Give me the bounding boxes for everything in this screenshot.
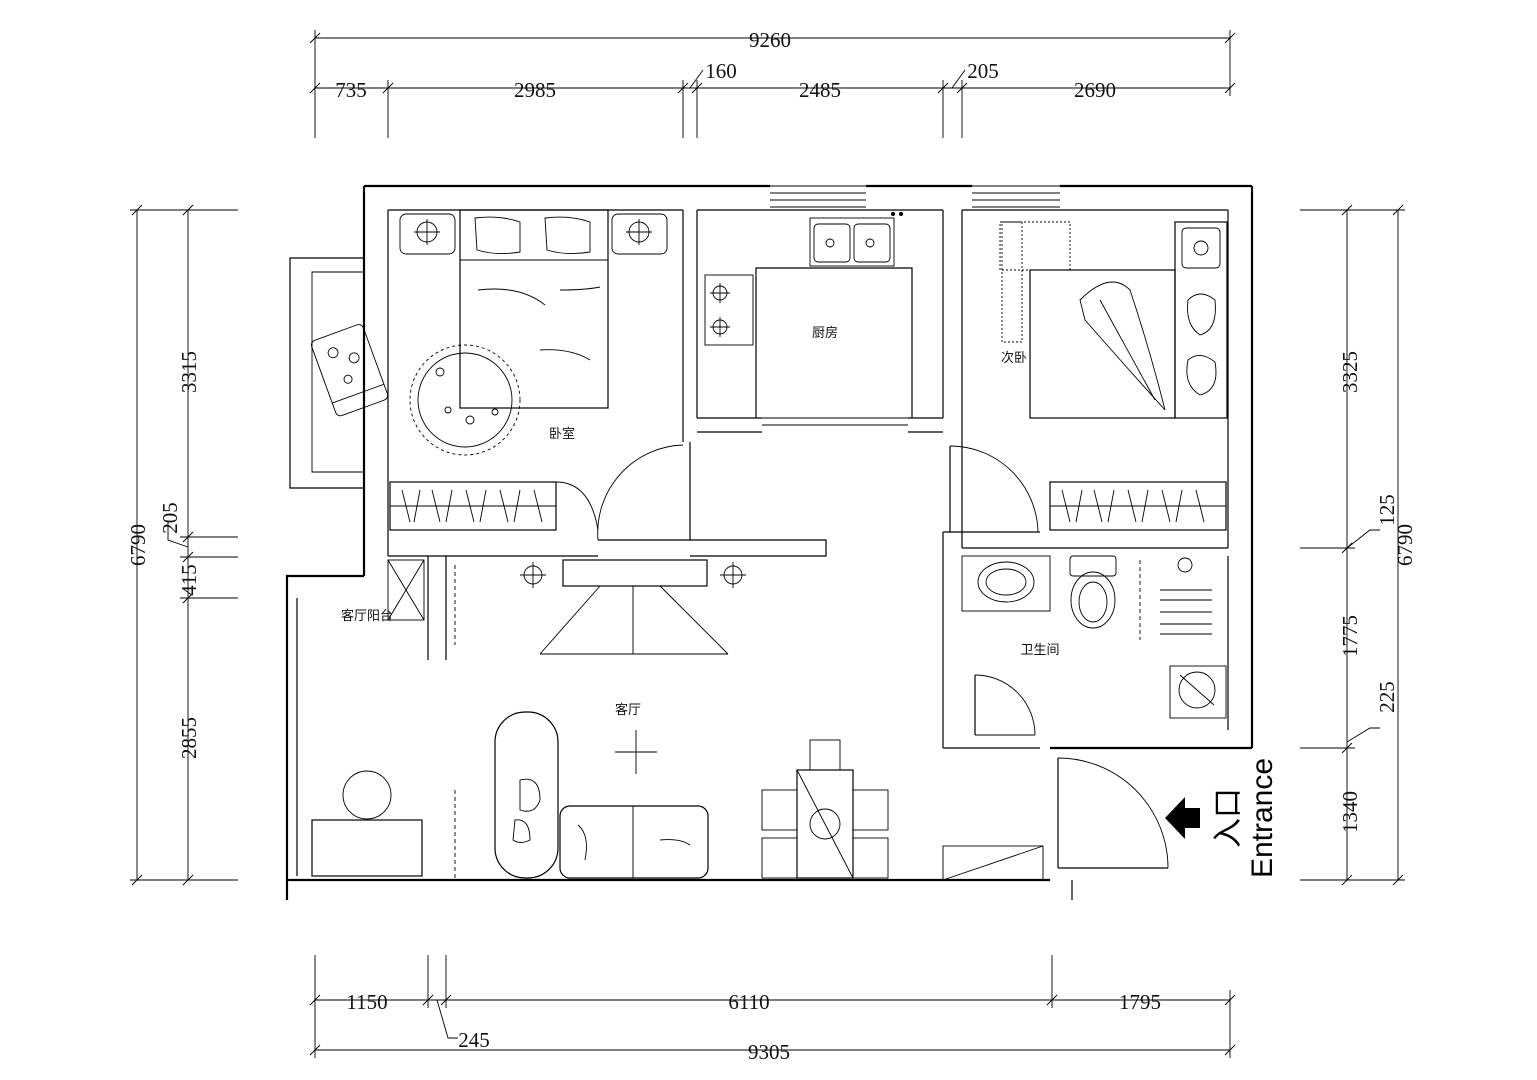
left-dim-3: 415 [177,564,201,596]
bottom-total-dim: 9305 [748,1040,790,1064]
internal-walls [388,210,1228,749]
double-bed [459,209,609,409]
top-dim-4: 2485 [799,78,841,102]
desk-with-chair [311,770,423,877]
stove-icon [704,274,754,346]
kitchen-furniture [704,212,913,418]
washbasin-icon [961,555,1051,612]
living-room-furniture [311,559,889,879]
nightstand-right [611,213,668,255]
bedroom-furniture [310,209,668,531]
bathroom-furniture [961,555,1227,719]
towel-rack-icon [1160,557,1212,635]
entrance-label-en: Entrance [1246,758,1279,878]
entrance-marker: 入口 Entrance [1165,758,1279,878]
bottom-dim-small: 245 [458,1028,490,1052]
bedroom2-wardrobe [1049,481,1227,531]
ceiling-light-right-icon [720,562,746,588]
right-dim-2: 125 [1375,494,1399,526]
outer-walls [285,184,1254,900]
bottom-dim-3: 1795 [1119,990,1161,1014]
dining-table [761,739,889,879]
entrance-door [942,757,1169,881]
top-total-dim: 9260 [749,28,791,52]
round-rug [409,344,521,456]
top-dim-3: 160 [705,59,737,83]
left-total-dim: 6790 [126,524,150,566]
right-dimensions: 6790 3325 125 1775 225 1340 [1300,204,1417,886]
room-label-bedroom: 卧室 [549,426,575,442]
right-dim-1: 3325 [1338,351,1362,393]
lounge-chair [310,324,389,417]
bottom-dim-1: 1150 [346,990,387,1014]
arrow-left-icon [1165,797,1200,839]
room-label-living-balcony: 客厅阳台 [341,608,393,624]
ceiling-light-left-icon [520,562,546,588]
right-dim-4: 225 [1375,681,1399,713]
room-label-second-bedroom: 次卧 [1001,350,1027,366]
bottom-dim-2: 6110 [728,990,769,1014]
nightstand-left [399,213,456,255]
room-label-bathroom: 卫生间 [1020,643,1059,658]
washing-machine-icon [1169,665,1227,719]
toilet-icon [1069,555,1117,629]
kitchen-window [770,185,866,208]
bedroom-wardrobe [389,481,599,531]
left-dim-4: 2855 [177,717,201,759]
left-dimensions: 6790 3315 205 415 2855 [126,204,238,886]
room-labels: 卧室 厨房 次卧 客厅阳台 客厅 卫生间 [341,325,1060,718]
right-dim-3: 1775 [1338,615,1362,657]
bedroom2-window [972,185,1060,208]
room-label-kitchen: 厨房 [812,325,838,341]
top-dim-1: 735 [335,78,367,102]
left-dim-1: 3315 [177,351,201,393]
bedroom2-furniture [999,221,1228,531]
top-dim-2: 2985 [514,78,556,102]
room-label-living-room: 客厅 [615,702,641,718]
top-dimensions: 9260 735 2985 160 2485 205 2690 [309,28,1236,138]
entrance-label-cn: 入口 [1212,788,1245,848]
right-total-dim: 6790 [1393,524,1417,566]
left-dim-2: 205 [158,502,182,534]
top-dim-5: 205 [967,59,999,83]
right-dim-5: 1340 [1338,791,1362,833]
bottom-dimensions: 1150 6110 1795 245 9305 [309,955,1236,1064]
top-dim-6: 2690 [1074,78,1116,102]
